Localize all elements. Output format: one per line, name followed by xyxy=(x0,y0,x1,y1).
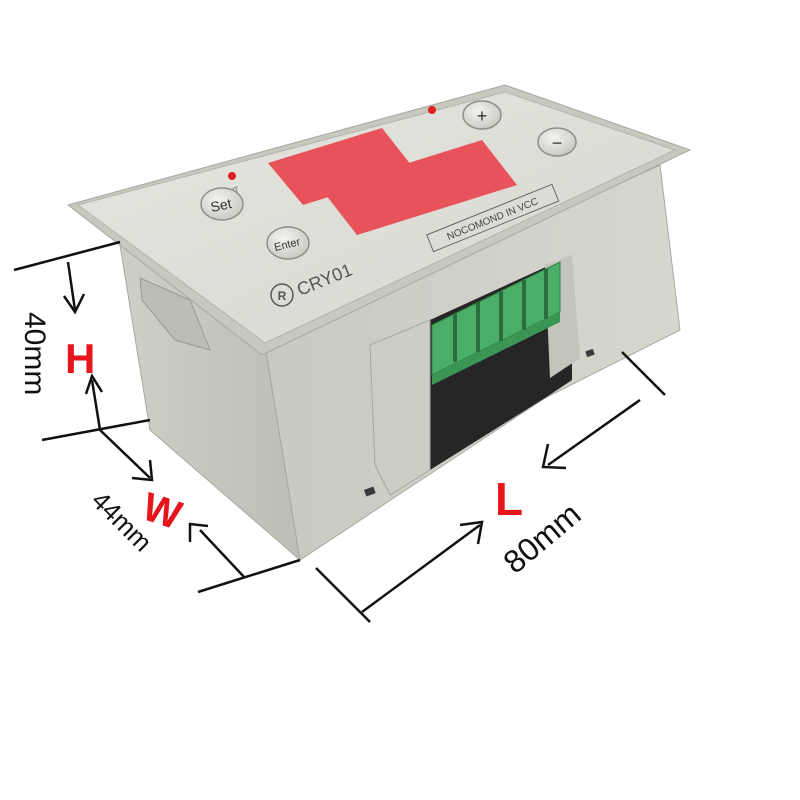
out-led xyxy=(228,172,236,180)
mounting-clip xyxy=(139,277,211,351)
set-button[interactable]: Set xyxy=(200,187,244,221)
enter-button[interactable]: Enter xyxy=(266,226,310,260)
lower-display xyxy=(322,140,517,235)
brand-logo-mark: R xyxy=(278,289,287,303)
housing-notch-pillar xyxy=(369,319,431,496)
set-button-label: Set xyxy=(209,195,233,215)
plus-button-label: + xyxy=(477,106,488,126)
minus-button-label: − xyxy=(552,133,563,153)
status-led xyxy=(428,106,436,114)
brand-logo: R xyxy=(270,283,294,307)
upper-display xyxy=(268,128,415,205)
height-letter: H xyxy=(65,335,95,382)
height-dimension xyxy=(13,240,151,442)
length-dimension xyxy=(315,351,666,623)
minus-button[interactable]: − xyxy=(537,127,577,157)
height-value: 40mm xyxy=(18,312,51,395)
terminal-block xyxy=(431,261,561,385)
length-letter: L xyxy=(495,473,523,525)
housing-slot xyxy=(363,486,376,497)
width-dimension xyxy=(99,429,301,594)
housing-slot xyxy=(585,348,595,358)
plus-button[interactable]: + xyxy=(462,100,502,130)
